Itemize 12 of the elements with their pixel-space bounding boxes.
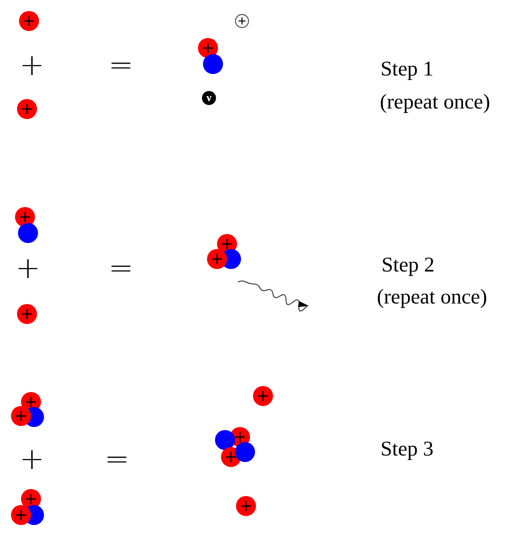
plus-sign: + [15, 254, 41, 284]
repeat-note: (repeat once) [376, 286, 488, 308]
equals-sign: = [104, 445, 130, 475]
repeat-note: (repeat once) [380, 92, 490, 112]
equals-sign: = [108, 51, 134, 81]
neutrino-symbol: ν [202, 91, 216, 105]
plus-sign: + [19, 51, 45, 81]
step-label: Step 2 [381, 254, 435, 276]
equals-sign: = [108, 254, 134, 284]
step-label: Step 3 [380, 438, 434, 460]
step-label: Step 1 [380, 58, 434, 80]
plus-sign: + [19, 445, 45, 475]
